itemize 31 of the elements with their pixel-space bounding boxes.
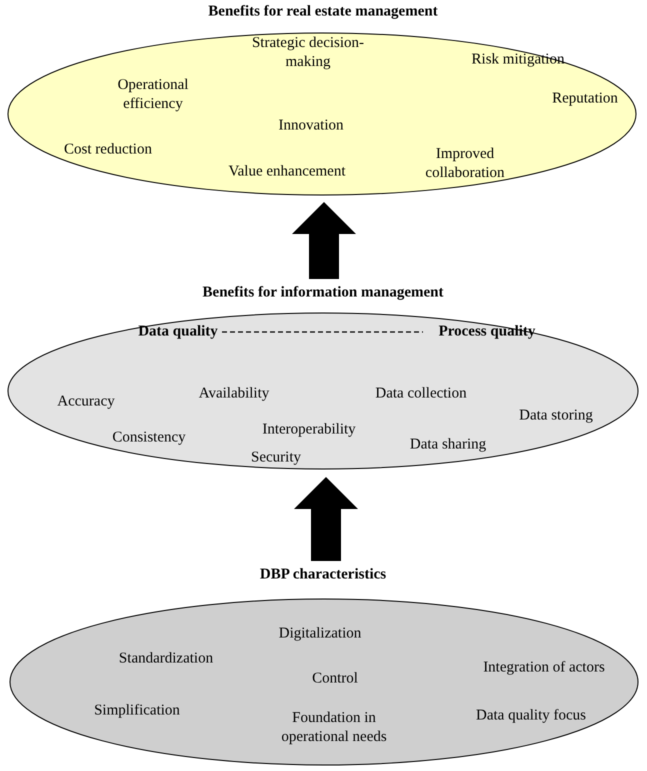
benefit-label: Strategic decision-making — [250, 34, 366, 72]
benefit-label: Availability — [198, 384, 270, 404]
block-arrow — [292, 202, 356, 279]
quality-heading: Process quality — [438, 322, 536, 342]
section-heading: Benefits for real estate management — [208, 2, 438, 22]
characteristic-label: Standardization — [118, 650, 214, 668]
benefit-label: Improved collaboration — [424, 145, 506, 183]
characteristic-label: Foundation in operational needs — [280, 709, 388, 747]
benefit-label: Reputation — [552, 90, 618, 108]
characteristic-label: Simplification — [94, 702, 180, 720]
benefit-label: Consistency — [112, 428, 186, 448]
benefit-label: Operational efficiency — [116, 76, 190, 114]
quality-heading: Data quality — [138, 322, 218, 342]
characteristic-label: Digitalization — [278, 624, 362, 644]
dashed-line — [222, 331, 423, 333]
benefit-label: Risk mitigation — [472, 50, 564, 70]
characteristic-label: Data quality focus — [476, 706, 586, 726]
benefit-label: Data storing — [519, 406, 593, 426]
benefit-label: Security — [251, 448, 301, 468]
section-heading: DBP characteristics — [260, 566, 386, 584]
benefit-label: Data sharing — [410, 436, 486, 454]
benefit-label: Value enhancement — [228, 162, 346, 182]
benefit-label: Accuracy — [57, 392, 115, 412]
characteristic-label: Integration of actors — [483, 658, 605, 678]
benefit-label: Interoperability — [262, 420, 356, 440]
benefit-label: Cost reduction — [64, 140, 152, 160]
block-arrow — [294, 477, 358, 561]
section-heading: Benefits for information management — [202, 284, 444, 302]
characteristic-label: Control — [312, 670, 358, 688]
benefit-label: Data collection — [375, 384, 467, 404]
benefit-label: Innovation — [278, 116, 344, 136]
